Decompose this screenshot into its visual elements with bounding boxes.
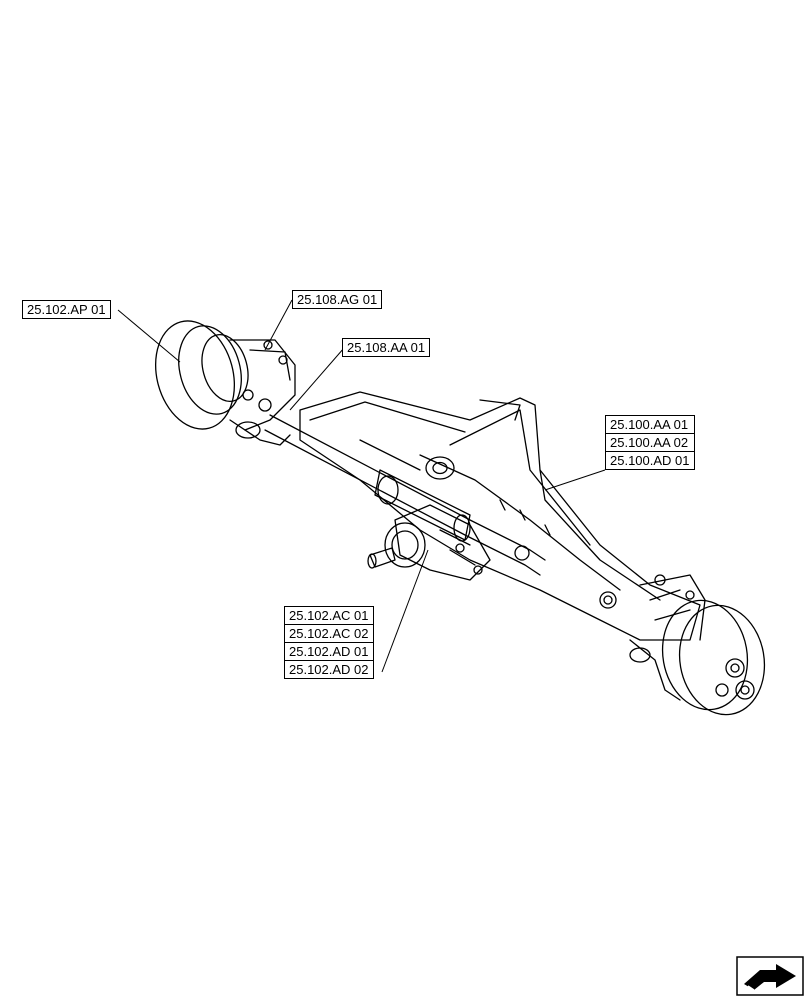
differential-housing: [367, 504, 491, 581]
next-page-arrow-icon[interactable]: [736, 956, 804, 996]
callout-25-100-aa-01[interactable]: 25.100.AA 01: [605, 415, 695, 434]
callout-25-102-ac-01[interactable]: 25.102.AC 01: [284, 606, 374, 625]
steering-cylinder: [264, 414, 617, 609]
callout-25-100-aa-02[interactable]: 25.100.AA 02: [605, 433, 695, 452]
callout-group-axle: 25.100.AA 01 25.100.AA 02 25.100.AD 01: [605, 415, 695, 470]
left-wheel-hub: [154, 320, 296, 446]
callout-25-108-ag-01[interactable]: 25.108.AG 01: [292, 290, 383, 309]
right-wheel-hub: [629, 574, 766, 716]
callout-25-102-ad-01[interactable]: 25.102.AD 01: [284, 642, 374, 661]
callout-25-100-ad-01[interactable]: 25.100.AD 01: [605, 451, 695, 470]
callout-25-102-ap-01[interactable]: 25.102.AP 01: [22, 300, 111, 319]
callout-25-108-aa-01[interactable]: 25.108.AA 01: [342, 338, 431, 357]
axle-housing: [299, 391, 701, 641]
callout-25-102-ad-02[interactable]: 25.102.AD 02: [284, 660, 374, 679]
leader-lines: [117, 299, 606, 673]
callout-group-differential: 25.102.AC 01 25.102.AC 02 25.102.AD 01 2…: [284, 606, 374, 679]
callout-25-102-ac-02[interactable]: 25.102.AC 02: [284, 624, 374, 643]
